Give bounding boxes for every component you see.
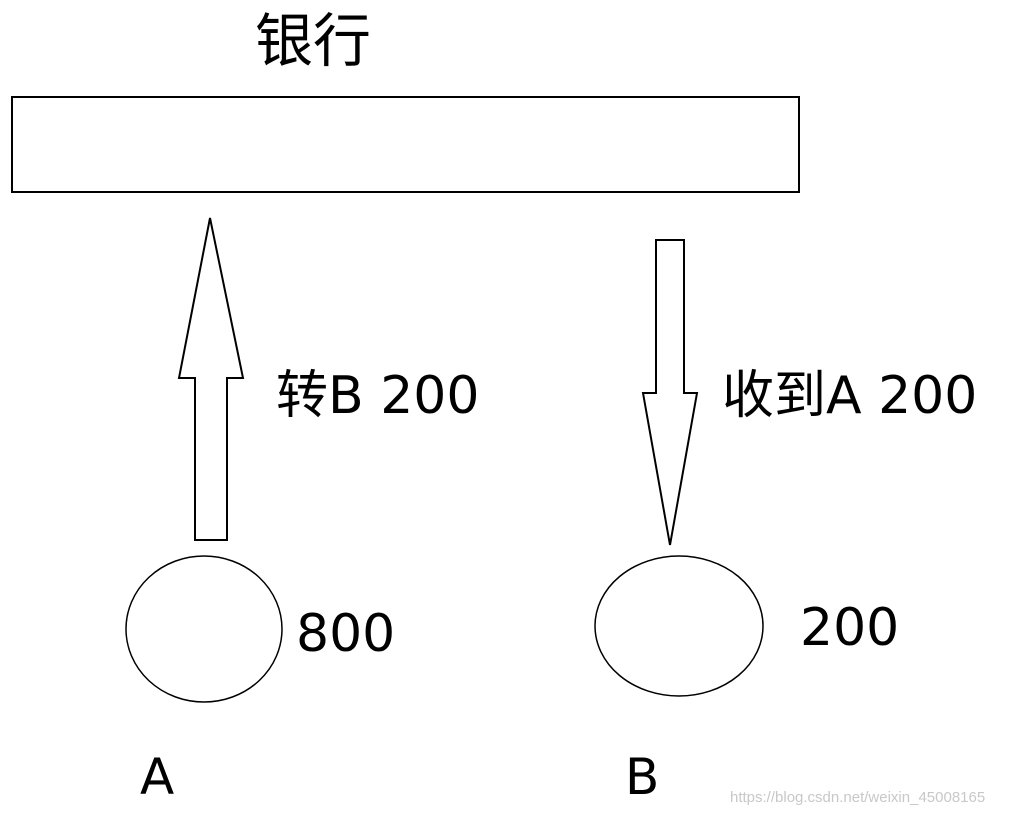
- received-in-label: 收到A 200: [722, 366, 978, 426]
- account-a-node: [125, 555, 283, 703]
- account-a-label: A: [140, 748, 175, 806]
- bank-box: [11, 96, 800, 193]
- account-b-node: [594, 555, 764, 697]
- transfer-out-label: 转B 200: [276, 366, 480, 426]
- arrow-down-bank-to-b: [641, 239, 699, 546]
- account-b-balance: 200: [800, 598, 900, 658]
- watermark-text: https://blog.csdn.net/weixin_45008165: [730, 789, 986, 806]
- bank-title: 银行: [255, 7, 372, 75]
- account-b-label: B: [625, 748, 660, 806]
- arrow-up-a-to-bank: [177, 217, 245, 541]
- account-a-balance: 800: [296, 604, 396, 664]
